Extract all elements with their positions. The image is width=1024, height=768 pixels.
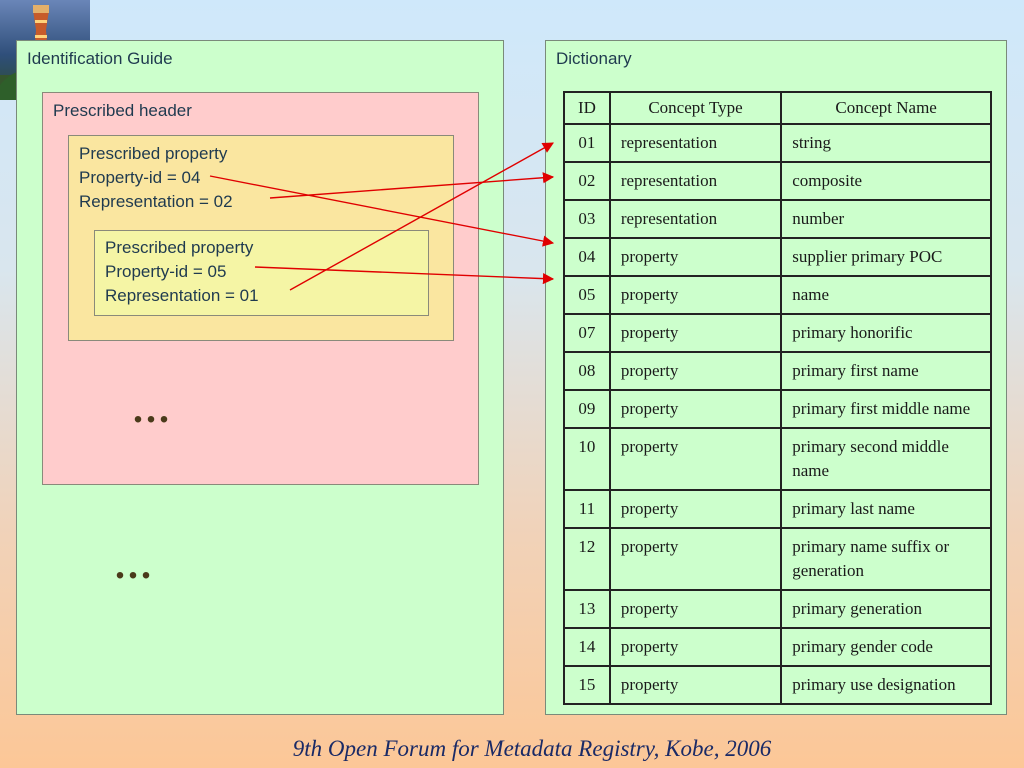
outer-property-representation: Representation = 02	[79, 192, 233, 211]
identification-guide-panel: Identification Guide Prescribed header P…	[16, 40, 504, 715]
cell-concept-name: name	[780, 275, 992, 315]
cell-concept-type: property	[608, 313, 783, 353]
outer-property-id: Property-id = 04	[79, 168, 201, 187]
cell-concept-type: representation	[608, 123, 783, 163]
cell-concept-type: property	[608, 489, 783, 529]
dictionary-title: Dictionary	[556, 49, 632, 68]
cell-id: 10	[563, 427, 611, 491]
cell-concept-name: primary second middle name	[780, 427, 992, 491]
inner-property-label: Prescribed property	[105, 238, 254, 257]
cell-concept-type: property	[608, 389, 783, 429]
cell-concept-name: string	[780, 123, 992, 163]
dictionary-header-row: ID Concept Type Concept Name	[563, 91, 992, 125]
prescribed-header-title: Prescribed header	[53, 101, 192, 120]
column-header-id: ID	[563, 91, 611, 125]
cell-concept-type: property	[608, 427, 783, 491]
cell-concept-name: composite	[780, 161, 992, 201]
cell-id: 08	[563, 351, 611, 391]
cell-concept-name: primary first name	[780, 351, 992, 391]
cell-id: 02	[563, 161, 611, 201]
cell-id: 14	[563, 627, 611, 667]
outer-property-label: Prescribed property	[79, 144, 228, 163]
cell-concept-name: primary generation	[780, 589, 992, 629]
cell-concept-type: representation	[608, 199, 783, 239]
cell-id: 11	[563, 489, 611, 529]
cell-concept-type: property	[608, 665, 783, 705]
header-ellipsis: ...	[133, 386, 172, 431]
inner-property-text: Prescribed property Property-id = 05 Rep…	[105, 236, 259, 308]
cell-concept-name: primary use designation	[780, 665, 992, 705]
prescribed-header-box: Prescribed header Prescribed property Pr…	[42, 92, 479, 485]
cell-concept-name: supplier primary POC	[780, 237, 992, 277]
cell-id: 07	[563, 313, 611, 353]
outer-property-box: Prescribed property Property-id = 04 Rep…	[68, 135, 454, 341]
cell-concept-type: representation	[608, 161, 783, 201]
cell-id: 13	[563, 589, 611, 629]
identification-guide-title: Identification Guide	[27, 49, 173, 68]
cell-concept-name: primary last name	[780, 489, 992, 529]
inner-property-representation: Representation = 01	[105, 286, 259, 305]
cell-concept-type: property	[608, 351, 783, 391]
cell-concept-name: primary first middle name	[780, 389, 992, 429]
cell-concept-name: primary name suffix or generation	[780, 527, 992, 591]
cell-id: 09	[563, 389, 611, 429]
cell-concept-name: number	[780, 199, 992, 239]
cell-concept-type: property	[608, 275, 783, 315]
outer-property-text: Prescribed property Property-id = 04 Rep…	[79, 142, 233, 214]
guide-ellipsis: ...	[115, 542, 154, 587]
cell-id: 15	[563, 665, 611, 705]
cell-id: 01	[563, 123, 611, 163]
column-header-concept-name: Concept Name	[780, 91, 992, 125]
cell-concept-type: property	[608, 527, 783, 591]
cell-id: 05	[563, 275, 611, 315]
inner-property-id: Property-id = 05	[105, 262, 227, 281]
inner-property-box: Prescribed property Property-id = 05 Rep…	[94, 230, 429, 316]
column-header-concept-type: Concept Type	[608, 91, 783, 125]
cell-concept-type: property	[608, 627, 783, 667]
cell-concept-name: primary gender code	[780, 627, 992, 667]
cell-id: 04	[563, 237, 611, 277]
cell-id: 12	[563, 527, 611, 591]
cell-concept-type: property	[608, 237, 783, 277]
cell-concept-name: primary honorific	[780, 313, 992, 353]
cell-id: 03	[563, 199, 611, 239]
cell-concept-type: property	[608, 589, 783, 629]
footer-caption: 9th Open Forum for Metadata Registry, Ko…	[292, 736, 772, 761]
